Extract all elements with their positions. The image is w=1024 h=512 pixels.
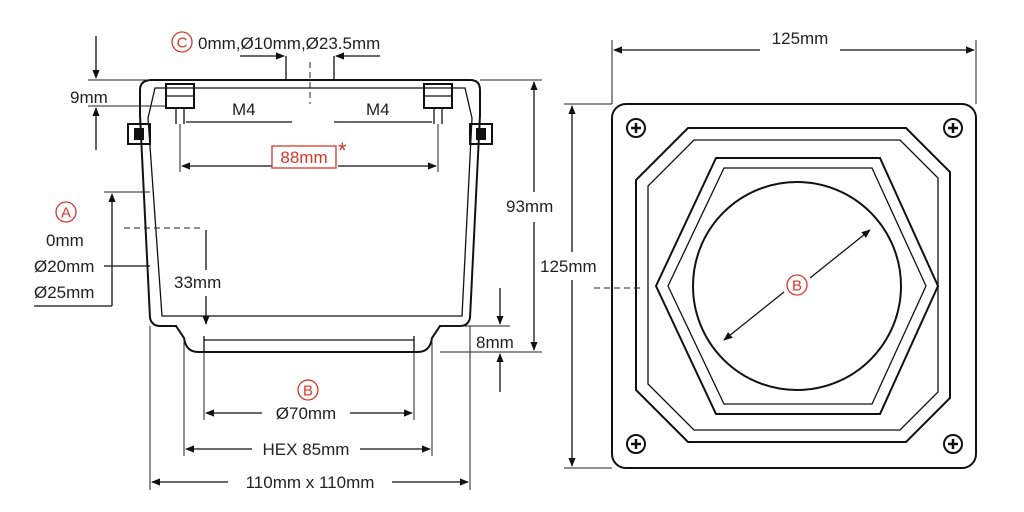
hexagon-inner bbox=[667, 167, 927, 405]
a-option-25mm: Ø25mm bbox=[34, 283, 94, 302]
octagon-inner bbox=[647, 139, 939, 431]
m4-left-label: M4 bbox=[232, 100, 256, 119]
screw-top-left bbox=[626, 118, 646, 138]
callout-c: C bbox=[177, 35, 188, 52]
right-clip bbox=[469, 123, 493, 145]
top-view: B 125mm 125mm bbox=[540, 29, 977, 469]
dim-88-asterisk: * bbox=[338, 138, 347, 163]
dim-9: 9mm bbox=[70, 88, 108, 107]
dim-125-width: 125mm bbox=[772, 29, 829, 48]
dim-33: 33mm bbox=[174, 273, 221, 292]
diameter-arrow-lower bbox=[723, 291, 785, 341]
m4-right-label: M4 bbox=[366, 100, 390, 119]
outlet-circle bbox=[692, 181, 902, 391]
dim-110: 110mm x 110mm bbox=[246, 473, 375, 492]
octagon-outer bbox=[635, 127, 951, 443]
dim-8: 8mm bbox=[476, 333, 514, 352]
dim-88-box bbox=[271, 145, 337, 169]
dim-hex: HEX 85mm bbox=[263, 440, 350, 459]
screw-bottom-left bbox=[626, 434, 646, 454]
callout-a: A bbox=[61, 205, 71, 222]
housing-inner-wall bbox=[147, 87, 473, 317]
callout-b-top: B bbox=[792, 278, 802, 295]
callout-b-side-circle bbox=[297, 379, 319, 401]
top-holes-label: 0mm,Ø10mm,Ø23.5mm bbox=[198, 34, 380, 53]
dim-70: Ø70mm bbox=[276, 404, 336, 423]
dim-88: 88mm bbox=[280, 148, 327, 167]
dim-93: 93mm bbox=[506, 197, 553, 216]
callout-a-circle bbox=[55, 201, 77, 223]
diameter-arrow-upper bbox=[809, 229, 871, 279]
left-clip bbox=[127, 123, 151, 145]
a-option-20mm: Ø20mm bbox=[34, 257, 94, 276]
screw-top-right bbox=[943, 118, 963, 138]
callout-c-circle bbox=[171, 31, 193, 53]
m4-insert-right bbox=[423, 83, 453, 124]
dim-125-height: 125mm bbox=[540, 257, 597, 276]
callout-b-top-circle bbox=[786, 274, 808, 296]
m4-insert-left bbox=[165, 83, 195, 124]
callout-b-side: B bbox=[303, 383, 313, 400]
a-option-0mm: 0mm bbox=[46, 231, 84, 250]
outer-plate bbox=[611, 103, 977, 469]
hexagon-outer bbox=[654, 157, 940, 415]
side-view: C 0mm,Ø10mm,Ø23.5mm 9mm M4 M4 88mm * A 0… bbox=[34, 31, 553, 492]
housing-outline bbox=[139, 79, 481, 353]
screw-bottom-right bbox=[943, 434, 963, 454]
